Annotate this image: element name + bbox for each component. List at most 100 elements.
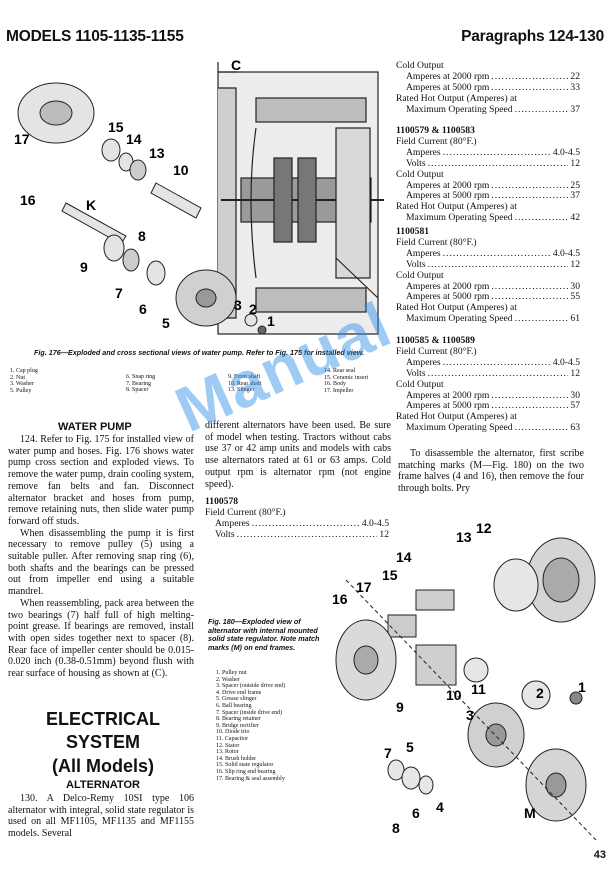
callout-7: 7 — [115, 285, 123, 301]
water-pump-text: 124. Refer to Fig. 175 for installed vie… — [8, 434, 194, 680]
legend-item: 11. Capacitor — [216, 735, 249, 742]
model-number: 1100578 — [205, 496, 239, 507]
legend-item: 17. Bearing & seal assembly — [216, 775, 285, 782]
callout-8: 8 — [392, 820, 400, 836]
spec-row: Rated Hot Output (Amperes) at — [396, 92, 517, 104]
legend-item: 17. Impeller — [324, 387, 354, 394]
spec-row: Field Current (80°F.) — [396, 135, 477, 147]
spec-block-2: 1100581 Field Current (80°F.) Amperes4.0… — [396, 226, 580, 325]
callout-1: 1 — [267, 313, 275, 329]
spec-block-3: 1100585 & 1100589 Field Current (80°F.) … — [396, 335, 580, 434]
callout-7: 7 — [384, 745, 392, 761]
callout-15: 15 — [108, 119, 124, 135]
legend-item: 2. Nut — [10, 374, 25, 381]
model-number: 1100579 & 1100583 — [396, 125, 475, 136]
legend-item: 16. Body — [324, 381, 347, 388]
legend-item: 15. Ceramic insert — [324, 374, 369, 381]
legend-item: 12. Stator — [216, 742, 240, 749]
spec-row: Maximum Operating Speed61 — [396, 313, 580, 325]
spec-row: Amperes at 2000 rpm30 — [396, 390, 580, 402]
callout-2: 2 — [249, 301, 257, 317]
disassemble-text: To disassemble the alternator, first scr… — [398, 448, 584, 495]
spec-row: Amperes4.0-4.5 — [396, 357, 580, 369]
spec-row: Cold Output — [396, 269, 444, 281]
spec-row: Volts12 — [396, 158, 580, 170]
legend-item: 8. Spacer — [126, 387, 149, 394]
callout-13: 13 — [149, 145, 165, 161]
callout-6: 6 — [412, 805, 420, 821]
spec-row: Maximum Operating Speed63 — [396, 422, 580, 434]
paragraph: different alternators have been used. Be… — [205, 420, 391, 490]
callout-15: 15 — [382, 567, 398, 583]
callout-14: 14 — [126, 131, 142, 147]
spec-row: Amperes at 2000 rpm30 — [396, 281, 580, 293]
paragraph: When disassembling the pump it is first … — [8, 527, 194, 598]
spec-row: Amperes at 5000 rpm55 — [396, 292, 580, 303]
callout-3: 3 — [466, 707, 474, 723]
header-models: MODELS 1105-1135-1155 — [6, 28, 184, 45]
callout-9: 9 — [396, 699, 404, 715]
legend-item: 1. Pulley nut — [216, 670, 247, 676]
paragraph: 124. Refer to Fig. 175 for installed vie… — [8, 434, 194, 527]
callout-5: 5 — [406, 739, 414, 755]
spec-row: Amperes4.0-4.5 — [205, 518, 389, 530]
legend-item: 7. Bearing — [126, 380, 151, 387]
callout-11: 11 — [471, 681, 486, 697]
spec-row: Volts12 — [396, 259, 580, 271]
callout-9: 9 — [80, 259, 88, 275]
alternator-text: 130. A Delco-Remy 10SI type 106 alternat… — [8, 793, 194, 840]
legend-item: 4. Drive end frame — [216, 689, 262, 696]
spec-row: Amperes at 2000 rpm25 — [396, 180, 580, 192]
callout-c: C — [231, 58, 241, 73]
spec-row: Field Current (80°F.) — [205, 506, 286, 518]
spec-row: Field Current (80°F.) — [396, 236, 477, 248]
alternator-figure: 12 13 14 15 17 16 10 11 9 2 1 3 7 5 4 6 … — [332, 520, 597, 841]
spec-row: Volts12 — [205, 529, 389, 541]
legend-item: 5. Grease slinger — [216, 696, 257, 703]
model-number: 1100585 & 1100589 — [396, 335, 475, 346]
spec-row: Field Current (80°F.) — [396, 345, 477, 357]
legend-item: 14. Rear seal — [324, 368, 356, 374]
legend-item: 13. Rotor — [216, 749, 239, 756]
legend-item: 5. Pulley — [10, 387, 32, 394]
system-title: SYSTEM — [65, 732, 140, 752]
legend-item: 10. Diode trio — [216, 729, 250, 736]
spec-row: Amperes4.0-4.5 — [396, 248, 580, 260]
spec-row: Volts12 — [396, 368, 580, 380]
fig180-legend: 1. Pulley nut 2. Washer 3. Spacer (outsi… — [216, 670, 336, 782]
paragraph: When reassembling, pack area between the… — [8, 597, 194, 680]
legend-item: 3. Spacer (outside drive end) — [216, 683, 286, 690]
spec-top: Cold Output Amperes at 2000 rpm22 Ampere… — [396, 60, 580, 116]
spec-block-1: 1100579 & 1100583 Field Current (80°F.) … — [396, 125, 580, 224]
legend-item: 6. Ball bearing — [216, 702, 252, 709]
callout-16: 16 — [332, 591, 348, 607]
callout-3: 3 — [234, 297, 242, 313]
fig176-caption: Fig. 176—Exploded and cross sectional vi… — [33, 348, 365, 357]
legend-item: 2. Washer — [216, 676, 240, 683]
legend-item: 9. Bridge rectifier — [216, 722, 259, 729]
callout-5: 5 — [162, 315, 170, 331]
callout-6: 6 — [139, 301, 147, 317]
callout-16: 16 — [20, 192, 36, 208]
spec-row: Cold Output — [396, 168, 444, 180]
spec-row: Amperes at 5000 rpm33 — [396, 82, 580, 94]
spec-row: Amperes at 2000 rpm22 — [396, 71, 580, 83]
alternator-models-text: different alternators have been used. Be… — [205, 420, 391, 490]
fig180-caption: Fig. 180—Exploded view of alternator wit… — [208, 617, 320, 652]
legend-item: 1. Cap plug — [10, 368, 38, 374]
legend-item: 16. Slip ring end bearing — [216, 768, 276, 775]
spec-row: Rated Hot Output (Amperes) at — [396, 201, 517, 213]
callout-10: 10 — [173, 162, 189, 178]
legend-item: 6. Snap ring — [126, 374, 156, 380]
spec-row: Maximum Operating Speed42 — [396, 212, 580, 224]
paragraph: 130. A Delco-Remy 10SI type 106 alternat… — [8, 793, 194, 840]
callout-12: 12 — [476, 520, 492, 536]
model-number: 1100581 — [396, 226, 430, 237]
electrical-title: ELECTRICAL — [46, 709, 160, 729]
callout-k: K — [86, 197, 96, 213]
spec-row: Amperes at 5000 rpm37 — [396, 191, 580, 202]
callout-17: 17 — [356, 579, 372, 595]
callout-m: M — [524, 805, 536, 821]
spec-row: Maximum Operating Speed37 — [396, 104, 580, 116]
legend-item: 15. Solid state regulator — [216, 762, 274, 769]
